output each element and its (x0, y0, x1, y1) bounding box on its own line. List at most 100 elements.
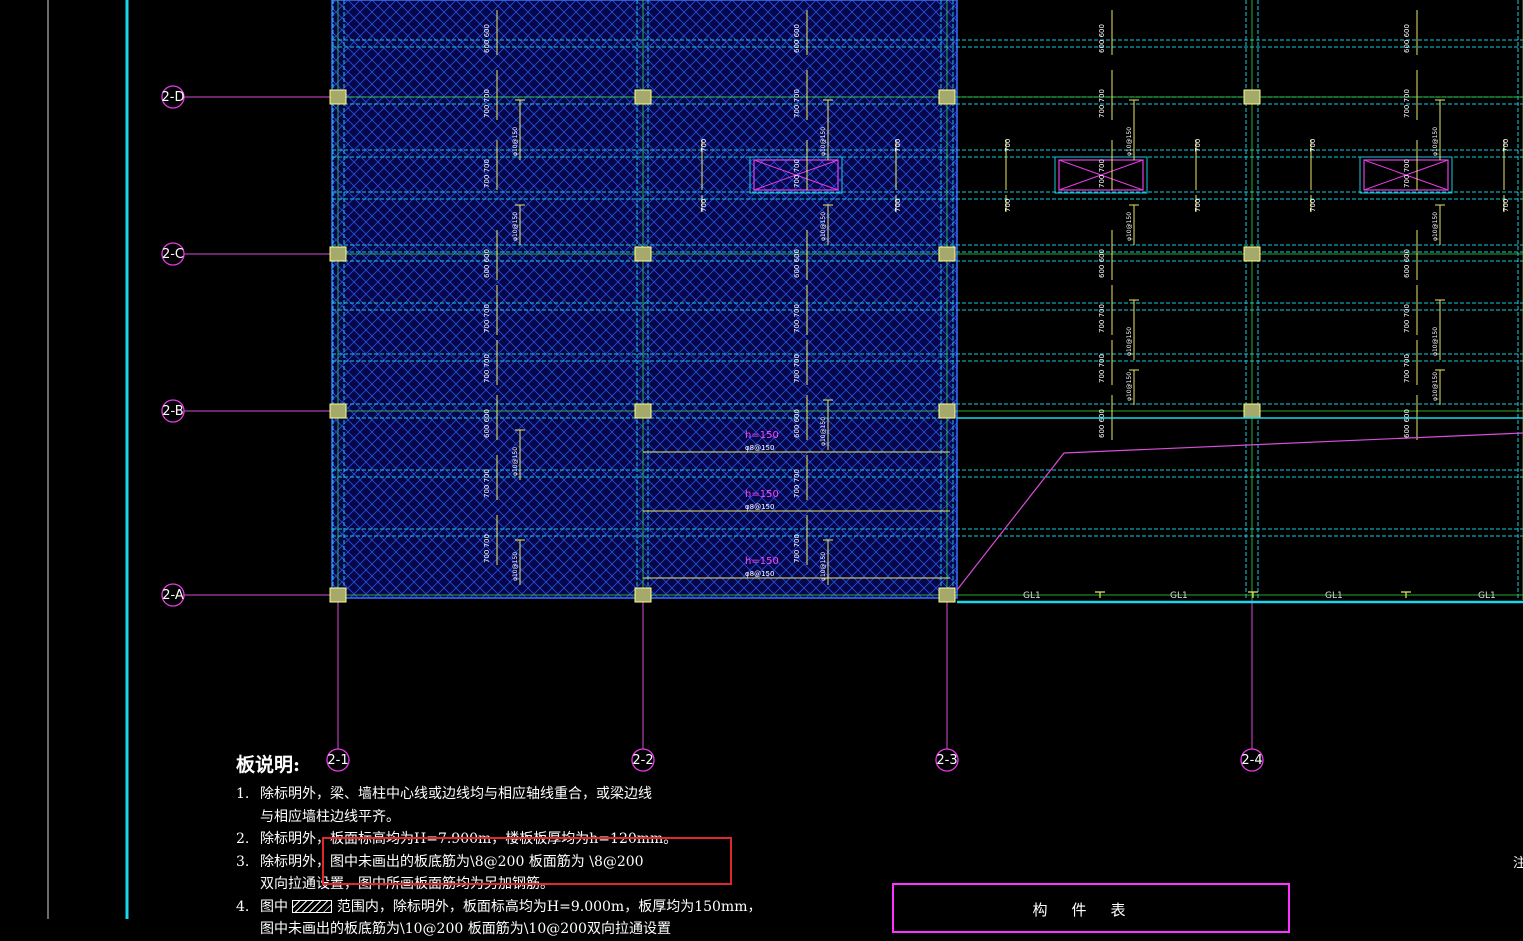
rebar-dimension-label: 600 600 (483, 24, 491, 53)
column (634, 587, 652, 603)
opening-dimension-label: 700 (700, 199, 708, 212)
opening-dimension-label: 700 (1309, 139, 1317, 152)
rebar-spacing-label: φ10@150 (1126, 127, 1133, 156)
opening-frame (749, 156, 843, 194)
note-text: 除标明外，板面标高均为H=7.900m，楼板板厚均为h=120mm。 (260, 831, 678, 847)
rebar-dimension-label: 600 600 (793, 24, 801, 53)
note-number: 3. (236, 853, 250, 870)
column (329, 587, 347, 603)
rebar-dimension-label: 700 700 (483, 469, 491, 498)
note-number: 1. (236, 786, 250, 802)
rebar-dimension-label: 600 600 (1403, 249, 1411, 278)
rebar-spacing-label: φ10@150 (1432, 212, 1439, 241)
rebar-spacing-label: φ10@150 (1432, 327, 1439, 356)
component-table[interactable]: 构件表 (892, 883, 1290, 933)
note-text: 图中未画出的板底筋为\10@200 板面筋为\10@200双向拉通设置 (260, 921, 671, 937)
column (938, 403, 956, 419)
rebar-dimension-label: 700 700 (483, 534, 491, 563)
opening-cross (1363, 159, 1449, 191)
rebar-dimension-label: 700 700 (483, 159, 491, 188)
note-4-line-2: 图中未画出的板底筋为\10@200 板面筋为\10@200双向拉通设置 (236, 918, 796, 941)
rebar-spacing-label: φ10@150 (820, 212, 827, 241)
rebar-spacing-label: φ10@150 (512, 447, 519, 476)
opening (1363, 159, 1449, 191)
column (1243, 403, 1261, 419)
column (329, 89, 347, 105)
column (634, 403, 652, 419)
rebar-spacing-label: φ10@150 (512, 552, 519, 581)
opening-dimension-label: 700 (1004, 139, 1012, 152)
rebar-spacing-label: φ10@150 (1432, 127, 1439, 156)
rebar-spacing-label: φ10@150 (1432, 372, 1439, 401)
note-text: 除标明外，图中未画出的板底筋为\8@200 板面筋为 \8@200 (260, 853, 644, 870)
rebar-spacing-label: φ10@150 (820, 417, 827, 446)
rebar-spacing-label: φ10@150 (820, 552, 827, 581)
column (329, 246, 347, 262)
columns (329, 89, 1261, 603)
edge-text: 注 (1513, 856, 1523, 871)
rebar-dimension-label: 700 700 (1403, 354, 1411, 383)
rebar-spacing-label: φ10@150 (512, 212, 519, 241)
column (1243, 89, 1261, 105)
rebar-spacing-label: φ10@150 (1126, 212, 1133, 241)
component-table-title: 构件表 (1032, 901, 1150, 919)
opening-dimension-label: 700 (1004, 199, 1012, 212)
note-1-line-1: 1.除标明外，梁、墙柱中心线或边线均与相应轴线重合，或梁边线 (236, 783, 796, 806)
notes-title: 板说明: (236, 754, 301, 776)
rebar-dimension-label: 700 700 (483, 89, 491, 118)
note-number: 4. (236, 898, 250, 915)
rebar-dimension-label: 600 600 (483, 249, 491, 278)
rebar-dimension-label: 700 700 (793, 354, 801, 383)
note-3-line-1: 3. 除标明外，图中未画出的板底筋为\8@200 板面筋为 \8@200 (236, 851, 796, 874)
cad-drawing-canvas[interactable]: 600 600 700 700 700 700 600 600 700 700 700 7… (0, 0, 1523, 919)
note-text: 图中 (260, 898, 288, 915)
rebar-dimension-label: 700 700 (1403, 304, 1411, 333)
rebar-dimension-label: 700 700 (1098, 89, 1106, 118)
note-text: 与相应墙柱边线平齐。 (260, 808, 400, 825)
opening-frame (1054, 156, 1148, 194)
rebar-dimension-label: 600 600 (793, 249, 801, 278)
note-4-line-1: 4. 图中 范围内，除标明外，板面标高均为H=9.000m，板厚均为150mm， (236, 896, 796, 919)
opening-dimension-label: 700 (894, 199, 902, 212)
opening (1058, 159, 1144, 191)
rebar-dimension-label: 600 600 (1403, 24, 1411, 53)
column (938, 587, 956, 603)
opening (753, 159, 839, 191)
rebar-dimension-label: 700 700 (1098, 159, 1106, 188)
column (634, 246, 652, 262)
note-number: 2. (236, 831, 250, 847)
rebar-dimension-label: 600 600 (1098, 249, 1106, 278)
rebar-dimension-label: 700 700 (793, 469, 801, 498)
rebar-spacing-label: φ10@150 (1126, 372, 1133, 401)
column (1243, 246, 1261, 262)
opening-dimension-label: 700 (1194, 139, 1202, 152)
rebar-dimension-label: 600 600 (483, 409, 491, 438)
rebar-dimension-label: 700 700 (793, 89, 801, 118)
column (938, 89, 956, 105)
rebar-dimension-label: 600 600 (793, 409, 801, 438)
opening-dimension-label: 700 (1502, 139, 1510, 152)
rebar-spacing-label: φ10@150 (512, 127, 519, 156)
column (938, 246, 956, 262)
rebar-spacing-label: φ10@150 (1126, 327, 1133, 356)
note-text: 范围内，除标明外，板面标高均为H=9.000m，板厚均为150mm， (336, 898, 762, 915)
opening-dimension-label: 700 (700, 139, 708, 152)
rebar-dimension-label: 600 600 (1403, 409, 1411, 438)
highlight-box (322, 837, 732, 885)
note-1-line-2: 与相应墙柱边线平齐。 (236, 806, 796, 829)
rebar-dimension-label: 700 700 (793, 534, 801, 563)
rebar-dimension-label: 700 700 (1403, 89, 1411, 118)
column (634, 89, 652, 105)
rebar-dimension-label: 700 700 (1098, 354, 1106, 383)
boundary-line (956, 432, 1523, 591)
rebar-dimension-label: 700 700 (1403, 159, 1411, 188)
column (329, 403, 347, 419)
rebar-dimension-label: 600 600 (1098, 409, 1106, 438)
rebar-dimension-label: 700 700 (793, 304, 801, 333)
rebar-dimension-label: 600 600 (1098, 24, 1106, 53)
rebar-dimension-label: 700 700 (483, 354, 491, 383)
rebar-dimension-label: 700 700 (483, 304, 491, 333)
rebar-dimension-label: 700 700 (1098, 304, 1106, 333)
rebar-spacing-label: φ10@150 (820, 127, 827, 156)
rebar-annotations: 600 600 700 700 700 700 600 600 700 700 700 7… (483, 10, 1510, 585)
